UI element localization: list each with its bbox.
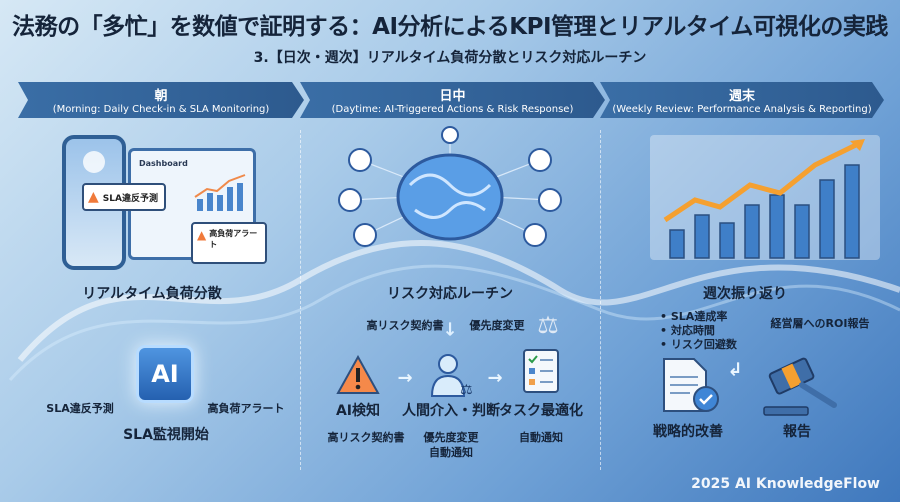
kpi-text: リスク回避数 <box>670 338 737 351</box>
bar-chart-icon <box>194 174 246 211</box>
step-detail: 高リスク契約書 <box>327 431 405 444</box>
high-load-label: 高負荷アラート <box>207 402 285 415</box>
dashboard-title: Dashboard <box>139 159 188 168</box>
warning-icon: ▲ <box>88 189 99 205</box>
phase-caption: (Daytime: AI-Triggered Actions & Risk Re… <box>331 104 574 115</box>
section-title-weekly: 週次振り返り <box>703 286 787 302</box>
return-arrow-icon: ↲ <box>727 359 743 381</box>
section-title-daytime: リスク対応ルーチン <box>387 286 513 302</box>
warning-icon <box>336 355 380 394</box>
strategic-improvement-label: 戦略的改善 <box>653 424 723 440</box>
sla-alert-card: ▲ SLA違反予測 <box>82 183 166 211</box>
phase-caption: (Morning: Daily Check-in & SLA Monitorin… <box>52 104 270 115</box>
phase-banner-morning: 朝 (Morning: Daily Check-in & SLA Monitor… <box>18 82 304 118</box>
approved-document-icon <box>663 358 719 412</box>
kpi-bullet: • リスク回避数 <box>660 338 737 351</box>
ai-brain-network-illustration <box>338 126 562 247</box>
kpi-bullet-list: • SLA達成率 • 対応時間 • リスク回避数 <box>660 310 737 352</box>
phase-banner-daytime: 日中 (Daytime: AI-Triggered Actions & Risk… <box>300 82 605 118</box>
load-alert-card: ▲ 高負荷アラート <box>191 222 267 264</box>
phase-heading: 朝 <box>154 89 168 104</box>
gavel-icon: ⚖ <box>537 311 559 339</box>
step-detail: 優先度変更 <box>423 431 479 444</box>
arrow-right-icon: → <box>487 367 503 389</box>
step-label: AI検知 <box>335 403 381 419</box>
down-arrow-icon: ↓ <box>442 319 458 341</box>
footer-credit: 2025 AI KnowledgeFlow <box>691 476 880 492</box>
brain-icon <box>396 153 504 241</box>
step-label: 人間介入・判断 <box>402 403 500 419</box>
checklist-icon <box>523 349 559 393</box>
gavel-icon <box>763 357 837 416</box>
flow-wave-decoration <box>8 240 900 382</box>
alert-text: SLA違反予測 <box>102 193 158 204</box>
sla-prediction-label: SLA違反予測 <box>46 402 114 415</box>
kpi-bullet: • SLA達成率 <box>660 310 728 323</box>
phase-caption: (Weekly Review: Performance Analysis & R… <box>612 104 872 115</box>
report-label: 報告 <box>783 424 811 440</box>
sla-monitoring-label: SLA監視開始 <box>123 427 209 443</box>
input-priority-label: 優先度変更 <box>469 319 525 332</box>
column-divider <box>300 130 301 470</box>
user-avatar-icon <box>83 151 105 173</box>
growth-chart-illustration <box>650 135 880 260</box>
ai-chip-icon: AI <box>136 345 194 403</box>
svg-text:⚖: ⚖ <box>460 382 473 398</box>
kpi-text: 対応時間 <box>670 324 715 337</box>
kpi-text: SLA達成率 <box>670 310 728 323</box>
page-title: 法務の「多忙」を数値で証明する：AI分析によるKPI管理とリアルタイム可視化の実… <box>12 14 888 40</box>
kpi-bullet: • 対応時間 <box>660 324 715 337</box>
phase-heading: 週末 <box>728 89 755 104</box>
column-divider <box>600 130 601 470</box>
page-subtitle: 3.【日次・週次】リアルタイム負荷分散とリスク対応ルーチン <box>253 50 647 66</box>
step-detail: 自動通知 <box>429 446 473 459</box>
phase-banner-weekly: 週末 (Weekly Review: Performance Analysis … <box>600 82 884 118</box>
phase-heading: 日中 <box>439 89 466 104</box>
roi-report-label: 経営層へのROI報告 <box>770 317 870 330</box>
warning-icon: ▲ <box>197 228 207 242</box>
step-detail: 自動通知 <box>519 431 563 444</box>
person-with-scales-icon: ⚖ <box>430 354 473 398</box>
arrow-right-icon: → <box>397 367 413 389</box>
section-title-morning: リアルタイム負荷分散 <box>82 286 222 302</box>
alert-text: 高負荷アラート <box>209 229 258 249</box>
input-high-risk-label: 高リスク契約書 <box>366 319 444 332</box>
step-label: タスク最適化 <box>499 403 583 419</box>
